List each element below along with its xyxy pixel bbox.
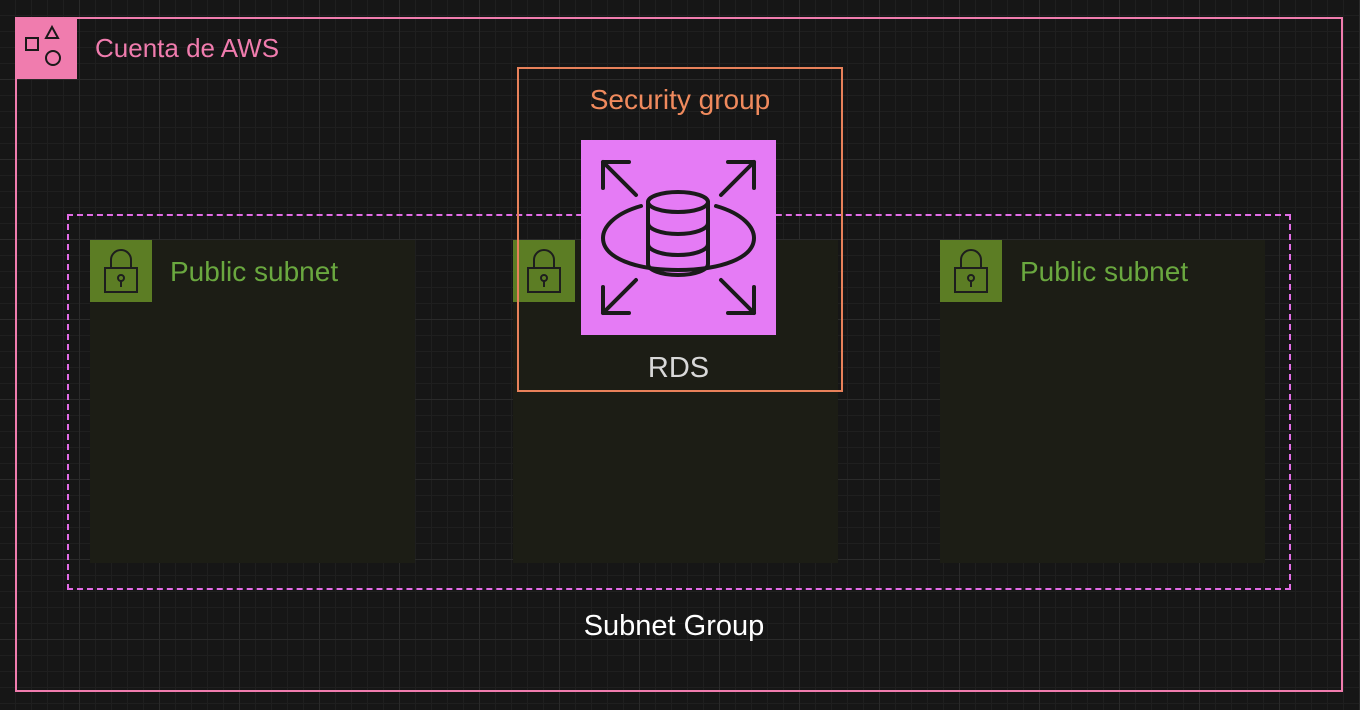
subnet-title: Public subnet	[1020, 256, 1189, 287]
rds-label: RDS	[647, 352, 710, 384]
security-group-label: Security group	[589, 84, 771, 115]
rds-database-icon	[581, 140, 776, 335]
lock-icon	[90, 240, 152, 302]
subnet-group-label: Subnet Group	[583, 610, 765, 642]
account-title: Cuenta de AWS	[95, 33, 280, 63]
lock-icon	[513, 240, 575, 302]
aws-account-container	[15, 17, 1343, 692]
lock-icon	[940, 240, 1002, 302]
security-group-container	[517, 67, 843, 392]
subnet-title: Public subnet	[170, 256, 339, 287]
aws-account-icon	[15, 17, 77, 79]
